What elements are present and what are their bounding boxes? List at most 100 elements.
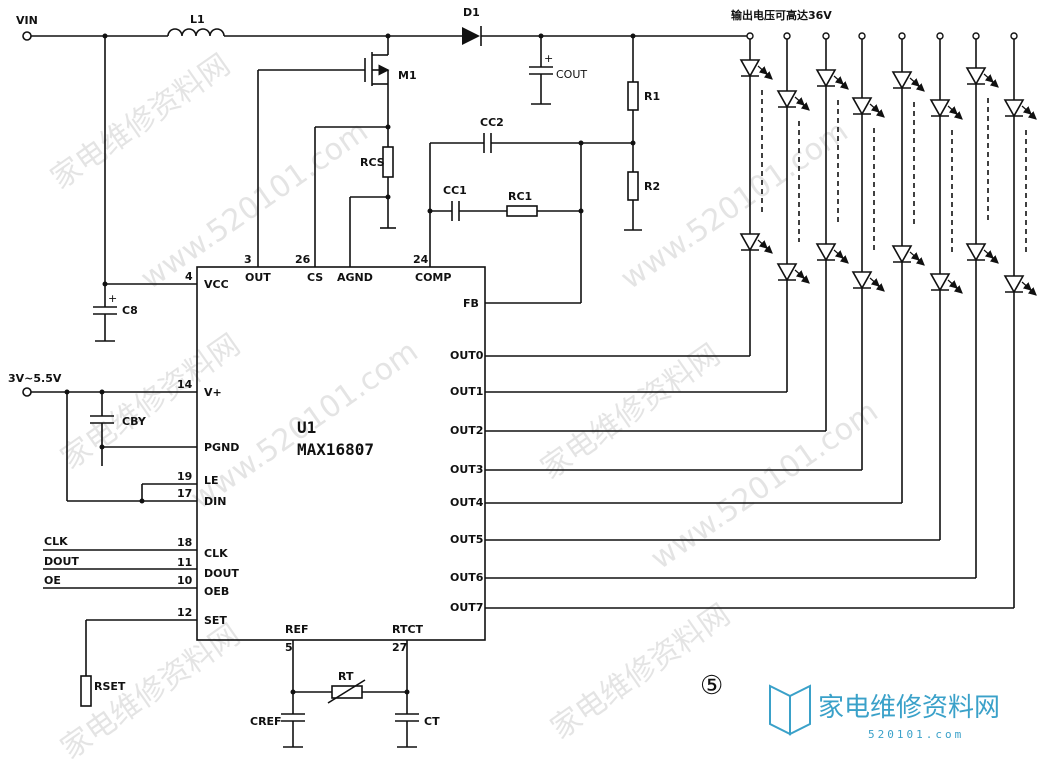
led xyxy=(965,67,999,88)
cref-label: CREF xyxy=(250,715,282,728)
pin-dout: DOUT xyxy=(204,567,239,580)
led xyxy=(891,71,925,92)
watermark: 家电维修资料网 www.520101.com 家电维修资料网 www.52010… xyxy=(45,47,885,761)
inductor-l1 xyxy=(167,28,225,37)
led xyxy=(851,271,885,292)
led-string-6 xyxy=(485,32,999,579)
pin-ref: REF xyxy=(285,623,309,636)
led xyxy=(929,273,963,294)
led xyxy=(891,245,925,266)
ext-clk: CLK xyxy=(44,535,68,548)
pin-out4: OUT4 xyxy=(450,496,484,509)
led-string-2 xyxy=(485,32,849,432)
rcs-label: RCS xyxy=(360,156,385,169)
led xyxy=(739,233,773,254)
pin-comp: COMP xyxy=(415,271,451,284)
pin-num: 11 xyxy=(177,556,192,569)
resistor-rcs: RCS xyxy=(314,124,396,267)
pin-num: 14 xyxy=(177,378,193,391)
power-rail: VIN L1 D1 xyxy=(16,6,750,46)
led-string-1 xyxy=(485,32,810,393)
figure-number: ⑤ xyxy=(700,671,723,701)
led xyxy=(815,69,849,90)
pin-out7: OUT7 xyxy=(450,601,483,614)
watermark-text: 家电维修资料网 xyxy=(535,337,727,486)
pin-pgnd: PGND xyxy=(204,441,239,454)
pin-out1: OUT1 xyxy=(450,385,483,398)
pin-agnd: AGND xyxy=(337,271,373,284)
logo-text: 家电维修资料网 xyxy=(818,693,1000,723)
vin-label: VIN xyxy=(16,14,38,27)
watermark-text: 家电维修资料网 xyxy=(55,617,247,761)
ct-label: CT xyxy=(424,715,440,728)
capacitor-c8: + C8 xyxy=(93,36,197,342)
pin-vplus: V+ xyxy=(204,386,222,399)
led-strings xyxy=(485,32,1037,609)
mosfet-m1: M1 xyxy=(257,36,417,267)
svg-text:+: + xyxy=(108,292,117,305)
led xyxy=(776,90,810,111)
led xyxy=(1003,99,1037,120)
vin-terminal xyxy=(22,31,32,41)
led xyxy=(851,97,885,118)
watermark-url: www.520101.com xyxy=(615,114,855,297)
pin-num: 24 xyxy=(413,253,429,266)
pin-num: 3 xyxy=(244,253,252,266)
ic-body xyxy=(196,266,486,641)
rc1-label: RC1 xyxy=(508,190,532,203)
logic-supply: 3V~5.5V CBY xyxy=(8,372,197,504)
ext-dout: DOUT xyxy=(44,555,79,568)
cout-label: COUT xyxy=(556,68,587,81)
watermark-text: 家电维修资料网 xyxy=(45,47,237,196)
d1-label: D1 xyxy=(463,6,480,19)
pin-num: 10 xyxy=(177,574,193,587)
r1-label: R1 xyxy=(644,90,660,103)
led-string-3 xyxy=(485,32,885,471)
pin-rtct: RTCT xyxy=(392,623,424,636)
pin-din: DIN xyxy=(204,495,226,508)
pin-out2: OUT2 xyxy=(450,424,483,437)
led-string-7 xyxy=(485,32,1037,609)
pin-out: OUT xyxy=(245,271,271,284)
led-string-5 xyxy=(485,32,963,541)
oscillator-network: CREF RT CT xyxy=(250,640,440,748)
pin-cs: CS xyxy=(307,271,323,284)
led xyxy=(965,243,999,264)
compensation-network: CC2 CC1 RC1 xyxy=(427,116,633,304)
cc2-label: CC2 xyxy=(480,116,504,129)
pin-out5: OUT5 xyxy=(450,533,483,546)
pin-num: 17 xyxy=(177,487,192,500)
pin-le: LE xyxy=(204,474,219,487)
digital-inputs: CLK DOUT OE xyxy=(43,535,197,589)
supply-label: 3V~5.5V xyxy=(8,372,62,385)
rset-label: RSET xyxy=(94,680,126,693)
pin-num: 18 xyxy=(177,536,192,549)
pin-oeb: OEB xyxy=(204,585,229,598)
c8-label: C8 xyxy=(122,304,138,317)
watermark-text: 家电维修资料网 xyxy=(55,327,247,476)
pin-clk: CLK xyxy=(204,547,228,560)
ext-oe: OE xyxy=(44,574,61,587)
m1-label: M1 xyxy=(398,69,417,82)
pin-out6: OUT6 xyxy=(450,571,484,584)
pin-vcc: VCC xyxy=(204,278,229,291)
pin-out0: OUT0 xyxy=(450,349,484,362)
pin-num: 5 xyxy=(285,641,293,654)
chip-part: MAX16807 xyxy=(297,440,374,459)
capacitor-cout: + COUT xyxy=(529,36,587,105)
logo-url: 520101.com xyxy=(868,728,964,741)
ic-u1: U1 MAX16807 3 OUT 26 CS AGND 24 COMP 4 V… xyxy=(177,253,486,654)
led xyxy=(739,59,773,80)
resistor-rset: RSET xyxy=(80,619,197,707)
divider-r1-r2: R1 R2 xyxy=(624,36,660,231)
led-string-4 xyxy=(485,32,925,504)
led xyxy=(1003,275,1037,296)
pin-out3: OUT3 xyxy=(450,463,483,476)
led-string-0 xyxy=(485,32,773,357)
pin-set: SET xyxy=(204,614,227,627)
svg-text:+: + xyxy=(544,52,553,65)
pin-num: 12 xyxy=(177,606,192,619)
led xyxy=(776,263,810,284)
led xyxy=(929,99,963,120)
